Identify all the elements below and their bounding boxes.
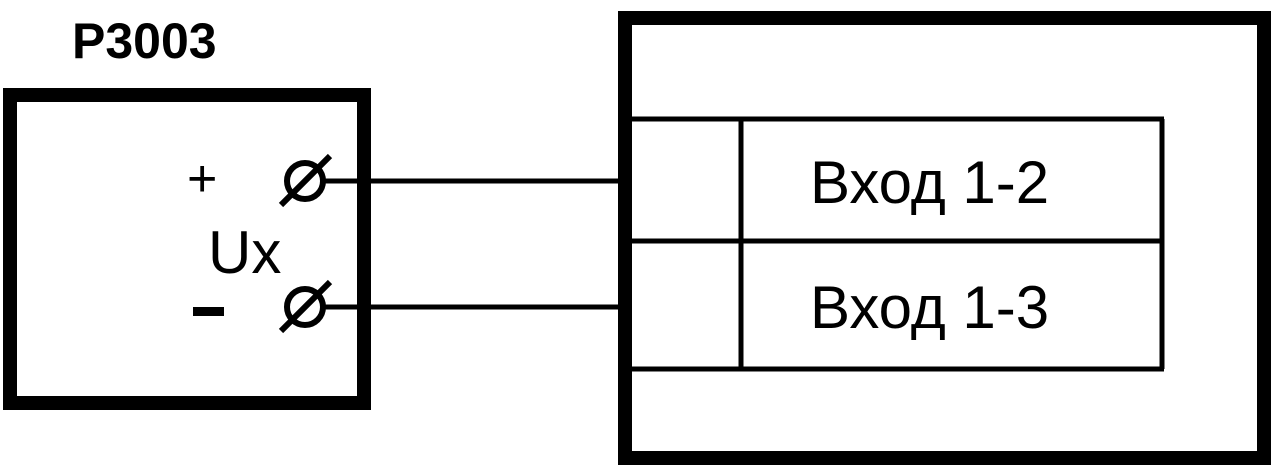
meter-box: [618, 11, 1271, 465]
input-label-1-3: Вход 1-3: [810, 274, 1049, 341]
minus-terminal-label: [193, 307, 224, 316]
terminal-block: [630, 116, 1165, 372]
plus-terminal-label: +: [187, 150, 217, 208]
plus-terminal-symbol: [278, 153, 333, 208]
device-title: P3003: [72, 13, 217, 69]
calibrator-box: [3, 88, 371, 410]
minus-terminal-symbol: [278, 279, 333, 334]
input-label-1-2: Вход 1-2: [810, 149, 1049, 216]
signal-label: Ux: [208, 219, 281, 286]
